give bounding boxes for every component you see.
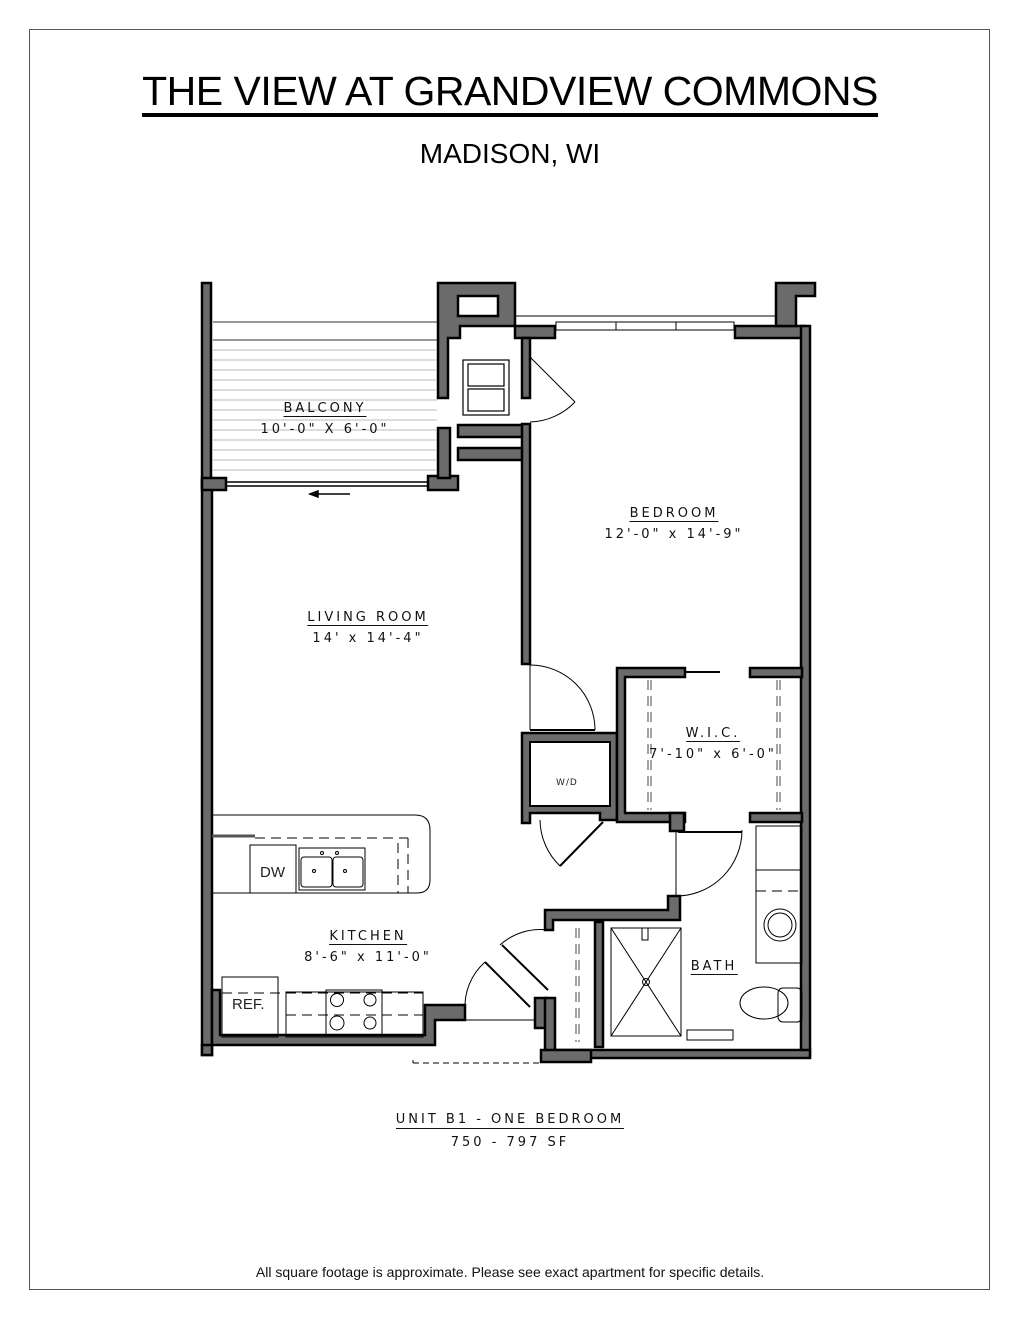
room-name: BATH: [690, 959, 738, 975]
footnote: All square footage is approximate. Pleas…: [255, 1264, 765, 1280]
room-wic: W.I.C. 7'-10" x 6'-0": [649, 726, 777, 762]
washer-dryer-label: W/D: [556, 778, 578, 788]
kitchen-island: [212, 814, 431, 894]
room-name: W.I.C.: [685, 726, 741, 742]
room-dimensions: 8'-6" x 11'-0": [304, 950, 432, 965]
page-border: [29, 29, 990, 1290]
page-title-text: THE VIEW AT GRANDVIEW COMMONS: [142, 69, 878, 117]
bedroom-window: [515, 315, 776, 331]
room-dimensions: 7'-10" x 6'-0": [649, 747, 777, 762]
room-dimensions: 10'-0" X 6'-0": [260, 422, 390, 437]
sliding-door: [226, 481, 428, 499]
dishwasher-label: DW: [260, 864, 285, 881]
room-name: BEDROOM: [629, 506, 719, 522]
room-name: BALCONY: [283, 401, 367, 417]
room-kitchen: KITCHEN 8'-6" x 11'-0": [304, 929, 432, 965]
walls: [200, 281, 817, 1064]
unit-info: UNIT B1 - ONE BEDROOM 750 - 797 SF: [0, 1112, 1020, 1150]
unit-square-footage: 750 - 797 SF: [450, 1135, 570, 1150]
refrigerator-label: REF.: [232, 996, 265, 1013]
room-name: LIVING ROOM: [307, 610, 429, 626]
closet-rods: [575, 680, 781, 1042]
room-living-room: LIVING ROOM 14' x 14'-4": [307, 610, 429, 646]
room-bath: BATH: [690, 959, 738, 975]
doors: [412, 356, 743, 1064]
page-title: THE VIEW AT GRANDVIEW COMMONS: [0, 68, 1020, 117]
kitchen-counter: [221, 976, 424, 1038]
room-bedroom: BEDROOM 12'-0" x 14'-9": [604, 506, 743, 542]
room-dimensions: 12'-0" x 14'-9": [604, 527, 744, 542]
linen-closet: [462, 359, 510, 416]
room-balcony: BALCONY 10'-0" X 6'-0": [260, 401, 389, 437]
balcony-decking: [213, 321, 437, 471]
unit-name: UNIT B1 - ONE BEDROOM: [395, 1112, 625, 1129]
bath-fixtures: [610, 825, 803, 1041]
room-dimensions: 14' x 14'-4": [312, 631, 424, 646]
room-name: KITCHEN: [329, 929, 407, 945]
page-subtitle: MADISON, WI: [419, 138, 601, 169]
